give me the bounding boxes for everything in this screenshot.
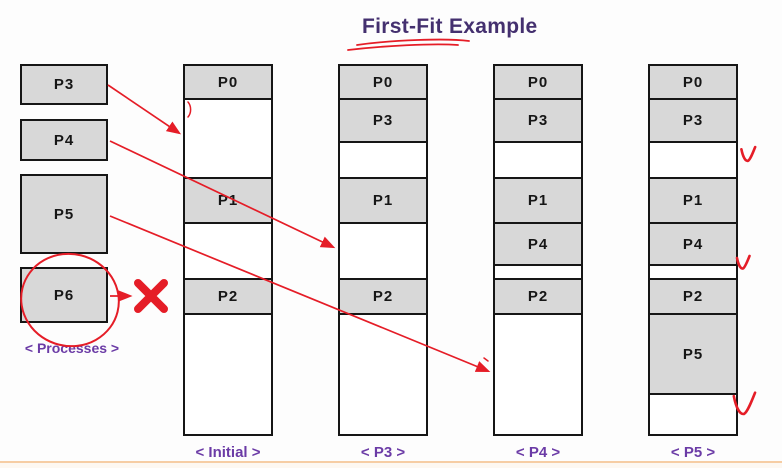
free-block — [338, 222, 428, 280]
process-box-p5: P5 — [20, 174, 108, 254]
free-block — [338, 313, 428, 436]
free-block — [648, 141, 738, 179]
process-box-p6: P6 — [20, 267, 108, 323]
memory-block-p3: P3 — [648, 98, 738, 143]
free-block — [493, 313, 583, 436]
bottom-accent-line — [0, 461, 782, 463]
free-block — [338, 141, 428, 179]
memory-block-p1: P1 — [183, 177, 273, 224]
memory-block-p3: P3 — [493, 98, 583, 143]
memory-block-p1: P1 — [648, 177, 738, 224]
column-label-p4: < P4 > — [515, 444, 561, 461]
arrow-p5-to-p4-column — [109, 215, 491, 372]
column-label-p3: < P3 > — [360, 444, 406, 461]
title-underline-squiggle — [356, 38, 470, 46]
memory-block-p1: P1 — [493, 177, 583, 224]
stray-red-mark — [483, 357, 489, 362]
processes-label: < Processes > — [24, 340, 120, 356]
memory-block-p1: P1 — [338, 177, 428, 224]
memory-block-p2: P2 — [493, 278, 583, 315]
free-block — [183, 313, 273, 436]
process-box-p4: P4 — [20, 119, 108, 161]
column-label-p5: < P5 > — [670, 444, 716, 461]
memory-block-p2: P2 — [648, 278, 738, 315]
memory-block-p0: P0 — [648, 64, 738, 100]
free-block — [183, 222, 273, 280]
free-block — [493, 141, 583, 179]
checkmark-icon — [735, 254, 751, 270]
free-block — [648, 393, 738, 436]
process-box-p3: P3 — [20, 64, 108, 105]
column-label-initial: < Initial > — [195, 444, 261, 461]
checkmark-icon — [740, 145, 757, 163]
bottom-strip — [0, 463, 782, 468]
memory-block-p5: P5 — [648, 313, 738, 395]
memory-block-p0: P0 — [493, 64, 583, 100]
memory-block-p0: P0 — [183, 64, 273, 100]
reject-x-icon — [134, 279, 168, 313]
memory-block-p2: P2 — [338, 278, 428, 315]
arrow-p3-to-initial — [107, 84, 182, 135]
memory-block-p0: P0 — [338, 64, 428, 100]
memory-block-p4: P4 — [648, 222, 738, 266]
free-block — [183, 98, 273, 179]
page-title: First-Fit Example — [362, 15, 538, 38]
title-underline-squiggle — [347, 43, 459, 51]
memory-block-p4: P4 — [493, 222, 583, 266]
memory-block-p2: P2 — [183, 278, 273, 315]
memory-block-p3: P3 — [338, 98, 428, 143]
